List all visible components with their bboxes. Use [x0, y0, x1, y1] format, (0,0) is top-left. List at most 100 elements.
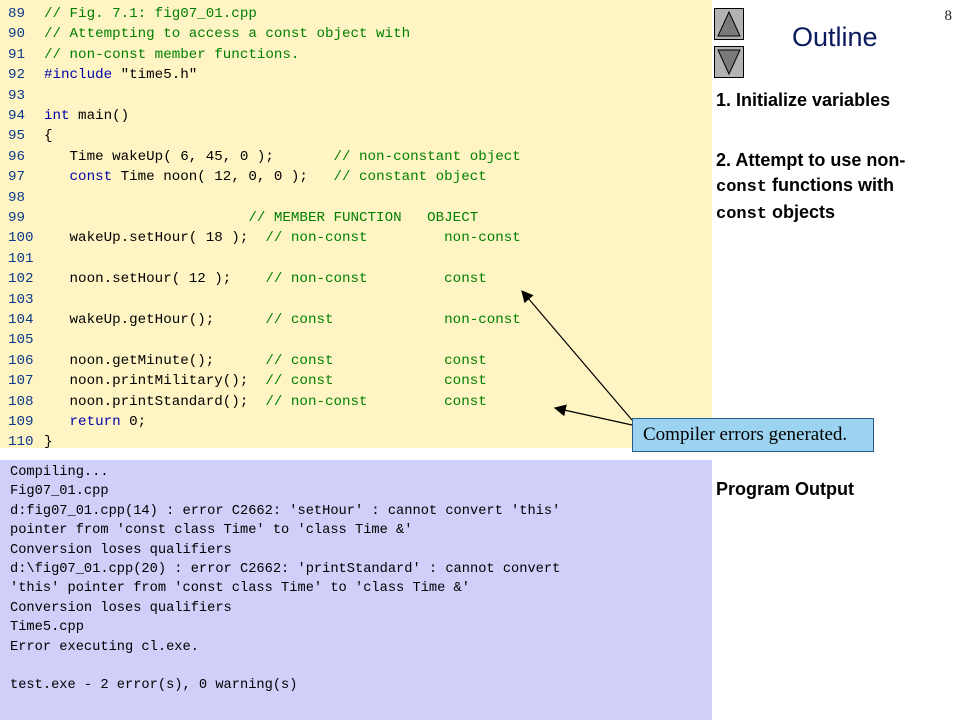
line-number: 99 [8, 210, 26, 226]
line-number: 108 [8, 393, 34, 410]
code-text: { [44, 128, 53, 145]
code-text: noon.printMilitary(); [44, 373, 266, 390]
output-line: Error executing cl.exe. [10, 639, 199, 655]
code-line: 92 #include "time5.h" [0, 65, 197, 85]
code-text: noon.setHour( 12 ); [44, 271, 266, 288]
output-line: Conversion loses qualifiers [10, 542, 232, 558]
output-line: Fig07_01.cpp [10, 484, 109, 500]
code-keyword: return [69, 414, 121, 430]
code-comment: // Fig. 7.1: fig07_01.cpp [44, 6, 257, 22]
line-number: 97 [8, 169, 26, 186]
code-text: Time noon( 12, 0, 0 ); [112, 169, 334, 186]
outline-item-2: 2. Attempt to use non- const functions w… [716, 148, 956, 227]
output-line: Compiling... [10, 465, 109, 480]
code-comment: // non-const const [265, 393, 487, 410]
outline-item-2-const-keyword-2: const [716, 205, 768, 224]
line-number: 96 [8, 148, 26, 165]
line-number: 90 [8, 26, 26, 43]
compiler-errors-callout: Compiler errors generated. [632, 418, 874, 452]
code-line: 108 noon.printStandard(); // non-const c… [0, 392, 487, 412]
output-line: Conversion loses qualifiers [10, 600, 232, 616]
triangle-up-icon [717, 10, 741, 37]
code-text: main() [69, 108, 130, 124]
code-line: 89 // Fig. 7.1: fig07_01.cpp [0, 4, 257, 24]
code-line: 101 [0, 249, 44, 269]
code-line: 105 [0, 330, 44, 350]
outline-item-2-prefix: 2. Attempt to use non- [716, 150, 906, 170]
code-line: 110} [0, 432, 53, 452]
next-slide-button[interactable] [714, 46, 744, 78]
code-line: 96 Time wakeUp( 6, 45, 0 ); // non-const… [0, 147, 521, 167]
line-number: 106 [8, 352, 34, 369]
code-text: noon.printStandard(); [44, 393, 266, 410]
code-comment: // const const [265, 352, 487, 369]
code-line: 103 [0, 290, 44, 310]
outline-title: Outline [792, 22, 878, 52]
code-comment: // non-constant object [333, 148, 521, 165]
line-number: 102 [8, 271, 34, 288]
arrow-to-line-108 [553, 404, 633, 426]
line-number: 92 [8, 67, 26, 84]
outline-item-1: 1. Initialize variables [716, 90, 891, 110]
code-comment: // non-const const [265, 271, 487, 288]
code-line: 94 int main() [0, 106, 129, 126]
outline-item-2-middle: functions with [767, 175, 894, 195]
line-number: 110 [8, 434, 34, 451]
arrow-to-line-102 [521, 290, 633, 421]
line-number: 91 [8, 46, 26, 63]
code-text: wakeUp.setHour( 18 ); [44, 230, 266, 247]
code-text: wakeUp.getHour(); [44, 312, 266, 328]
code-line: 102 noon.setHour( 12 ); // non-const con… [0, 269, 487, 289]
line-number: 100 [8, 230, 34, 247]
code-line: 93 [0, 86, 44, 106]
line-number: 104 [8, 312, 34, 328]
code-comment: // const non-const [265, 312, 521, 328]
source-code-panel: 89 // Fig. 7.1: fig07_01.cpp 90// Attempti… [0, 0, 712, 450]
page-number: 8 [944, 8, 953, 24]
line-number: 107 [8, 373, 34, 390]
code-text: Time wakeUp( 6, 45, 0 ); [44, 148, 334, 165]
code-comment: // const const [265, 373, 487, 390]
line-number: 94 [8, 108, 26, 124]
code-text: 0; [120, 414, 147, 430]
code-line: 107 noon.printMilitary(); // const const [0, 371, 487, 391]
code-line: 91 // non-const member functions. [0, 45, 299, 65]
output-line: test.exe - 2 error(s), 0 warning(s) [10, 678, 298, 694]
outline-item-2-const-keyword: const [716, 178, 768, 197]
code-line: 97 const Time noon( 12, 0, 0 ); // const… [0, 167, 487, 187]
code-keyword: const [69, 169, 113, 186]
code-comment: // MEMBER FUNCTION OBJECT [248, 210, 479, 226]
code-text: } [44, 434, 53, 451]
triangle-down-icon [717, 49, 741, 76]
line-number: 101 [8, 250, 34, 267]
code-line: 99 // MEMBER FUNCTION OBJECT [0, 208, 478, 228]
code-keyword: #include [44, 67, 121, 84]
code-line: 95 { [0, 126, 53, 146]
line-number: 93 [8, 87, 26, 104]
program-output-panel: Compiling... Fig07_01.cpp d:fig07_01.cpp(1… [0, 460, 712, 720]
line-number: 98 [8, 189, 26, 206]
line-number: 103 [8, 291, 34, 308]
code-line: 100 wakeUp.setHour( 18 ); // non-const n… [0, 228, 521, 248]
line-number: 105 [8, 332, 34, 349]
previous-slide-button[interactable] [714, 8, 744, 40]
code-comment: // constant object [333, 169, 487, 186]
code-text: "time5.h" [120, 67, 198, 84]
code-line: 104 wakeUp.getHour(); // const non-const [0, 310, 521, 330]
output-line: pointer from 'const class Time' to 'clas… [10, 523, 413, 539]
output-line: 'this' pointer from 'const class Time' t… [10, 581, 470, 597]
code-line: 109 return 0; [0, 412, 146, 432]
code-line: 106 noon.getMinute(); // const const [0, 351, 487, 371]
line-number: 89 [8, 6, 26, 22]
line-number: 109 [8, 414, 34, 430]
output-line: d:fig07_01.cpp(14) : error C2662: 'setHo… [10, 503, 561, 519]
code-line: 98 [0, 188, 44, 208]
code-line: 90// Attempting to access a const object… [0, 24, 410, 44]
line-number: 95 [8, 128, 26, 145]
code-keyword: int [44, 108, 70, 124]
code-comment: // non-const member functions. [44, 46, 300, 63]
outline-item-2-suffix: objects [767, 202, 836, 222]
output-line: d:\fig07_01.cpp(20) : error C2662: 'prin… [10, 562, 561, 577]
code-text: noon.getMinute(); [44, 352, 266, 369]
